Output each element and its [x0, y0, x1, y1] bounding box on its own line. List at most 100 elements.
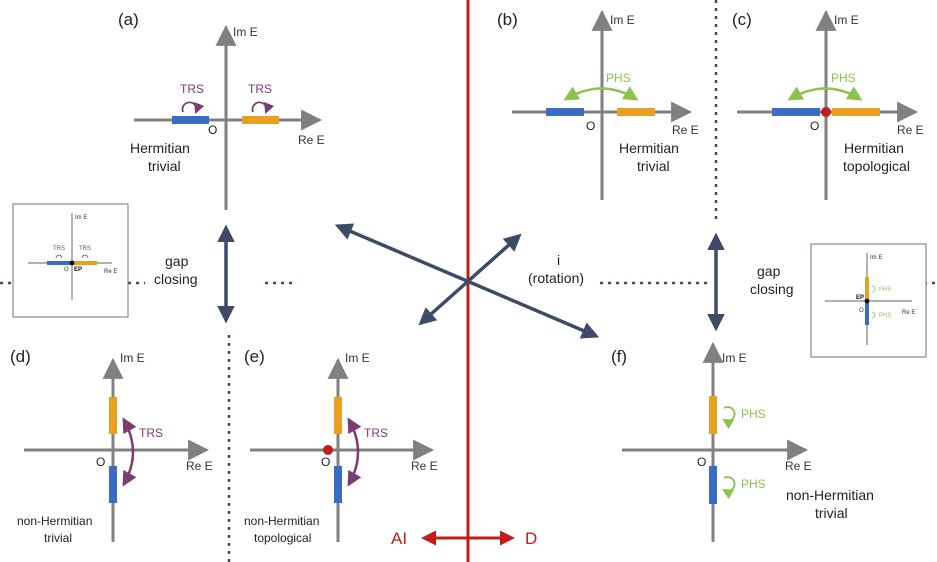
panel-f-label: (f): [611, 347, 627, 366]
panel-e-gap-closing-point: [323, 445, 333, 455]
inset-left: Im E Re E TRS TRS O EP: [12, 203, 129, 318]
panel-c-im-label: Im E: [834, 13, 859, 27]
panel-b-re-label: Re E: [672, 123, 699, 137]
inset-left-ep-point: [69, 260, 75, 266]
panel-a-caption-1: Hermitian: [130, 140, 190, 156]
panel-d-re-label: Re E: [186, 459, 213, 473]
panel-d-trs: TRS: [139, 426, 163, 440]
panel-f-caption-2: trivial: [815, 505, 848, 521]
inset-left-ep-label: EP: [74, 267, 82, 273]
panel-c-phs: PHS: [831, 71, 856, 85]
panel-a-im-label: Im E: [233, 25, 258, 39]
panel-a: (a) Im E Re E O TRS TRS Hermitian trivia…: [118, 10, 325, 210]
panel-e-im-label: Im E: [345, 351, 370, 365]
panel-e: (e) Im E Re E O TRS non-Hermitian topolo…: [244, 347, 438, 545]
class-arrow-group: AI D: [391, 529, 537, 548]
panel-e-trs-arc: [347, 417, 362, 487]
panel-a-trs-loop-left: [181, 101, 205, 115]
panel-c-gap-closing-point: [821, 107, 831, 117]
panel-c: (c) Im E Re E O PHS Hermitian topologica…: [732, 9, 924, 200]
panel-d-label: (d): [10, 347, 31, 366]
panel-b-blue-band: [546, 108, 584, 116]
panel-e-caption-1: non-Hermitian: [244, 514, 319, 528]
panel-a-caption-2: trivial: [148, 158, 181, 174]
panel-c-origin: O: [810, 119, 819, 133]
inset-right-im-label: Im E: [870, 255, 882, 261]
class-label-ai: AI: [391, 529, 407, 548]
inset-left-orange-band: [73, 261, 97, 265]
panel-b-caption-1: Hermitian: [619, 140, 679, 156]
panel-c-re-label: Re E: [897, 123, 924, 137]
panel-d-origin: O: [96, 455, 105, 469]
inset-right-blue-band: [865, 302, 869, 325]
inset-right-phs-loop-top: [871, 285, 876, 293]
panel-b-im-label: Im E: [610, 13, 635, 27]
panel-c-phs-arc: [787, 86, 863, 101]
inset-right-ep-point: [864, 298, 870, 304]
inset-right-ep-label: EP: [856, 295, 864, 301]
right-gap-closing-2: closing: [750, 281, 794, 297]
panel-e-blue-band: [334, 466, 342, 503]
panel-a-trs-right: TRS: [248, 82, 272, 96]
transition-arrows: gap closing gap closing i (rotation): [154, 223, 794, 339]
panel-a-trs-loop-right: [251, 101, 275, 115]
panel-c-blue-band: [772, 108, 820, 116]
inset-right-orange-band: [865, 277, 869, 300]
inset-left-frame: [12, 203, 129, 318]
inset-right-phs-bottom: PHS: [879, 313, 891, 319]
panel-b-origin: O: [586, 119, 595, 133]
panel-d-orange-band: [109, 397, 117, 434]
panel-f-phs-loop-top: [722, 406, 736, 430]
right-gap-closing-1: gap: [757, 263, 781, 279]
panel-f-origin: O: [697, 455, 706, 469]
inset-left-trs-right: TRS: [79, 246, 91, 252]
panel-c-label: (c): [732, 10, 752, 29]
rotation-arrow-b-to-e: [418, 233, 522, 326]
rotation-label-2: (rotation): [528, 270, 584, 286]
panel-d-trs-arc: [122, 417, 137, 487]
panel-f: (f) Im E Re E O PHS PHS non-Hermitian tr…: [611, 341, 874, 542]
left-gap-closing-2: closing: [154, 271, 198, 287]
panel-d-caption-1: non-Hermitian: [17, 514, 92, 528]
panel-a-re-label: Re E: [298, 133, 325, 147]
panel-c-caption-2: topological: [843, 158, 910, 174]
panel-f-phs-loop-bottom: [722, 476, 736, 500]
inset-left-trs-loop-left: [55, 254, 63, 259]
panel-b-label: (b): [497, 10, 518, 29]
left-gap-closing-1: gap: [165, 253, 189, 269]
panel-b-phs: PHS: [606, 71, 631, 85]
panel-e-origin: O: [321, 455, 330, 469]
panel-f-im-label: Im E: [722, 351, 747, 365]
inset-left-re-label: Re E: [104, 269, 117, 275]
panel-f-phs-bottom: PHS: [741, 477, 766, 491]
panel-e-label: (e): [244, 347, 265, 366]
panel-a-origin: O: [208, 123, 217, 137]
panel-b: (b) Im E Re E O PHS Hermitian trivial: [497, 9, 699, 200]
panel-f-re-label: Re E: [785, 459, 812, 473]
panel-f-caption-1: non-Hermitian: [786, 487, 874, 503]
panel-c-caption-1: Hermitian: [844, 140, 904, 156]
panel-a-label: (a): [118, 10, 139, 29]
inset-left-origin: O: [64, 267, 69, 273]
panel-d-im-label: Im E: [120, 351, 145, 365]
inset-right-phs-top: PHS: [879, 287, 891, 293]
panel-f-orange-band: [709, 396, 717, 434]
inset-right: Im E Re E PHS PHS EP O: [810, 243, 927, 358]
panel-f-phs-top: PHS: [741, 407, 766, 421]
panel-d: (d) Im E Re E O TRS non-Hermitian trivia…: [10, 347, 213, 545]
rotation-label-1: i: [557, 252, 560, 268]
inset-left-trs-loop-right: [81, 254, 89, 259]
panel-a-orange-band: [242, 116, 279, 124]
panel-b-caption-2: trivial: [637, 158, 670, 174]
inset-right-re-label: Re E: [902, 310, 915, 316]
panel-e-trs: TRS: [364, 426, 388, 440]
inset-right-origin: O: [859, 308, 864, 314]
panel-b-phs-arc: [563, 86, 639, 101]
panel-d-blue-band: [109, 466, 117, 503]
panel-e-re-label: Re E: [411, 459, 438, 473]
panel-e-caption-2: topological: [254, 531, 311, 545]
panel-a-trs-left: TRS: [180, 82, 204, 96]
panel-b-orange-band: [617, 108, 655, 116]
inset-left-trs-left: TRS: [53, 246, 65, 252]
